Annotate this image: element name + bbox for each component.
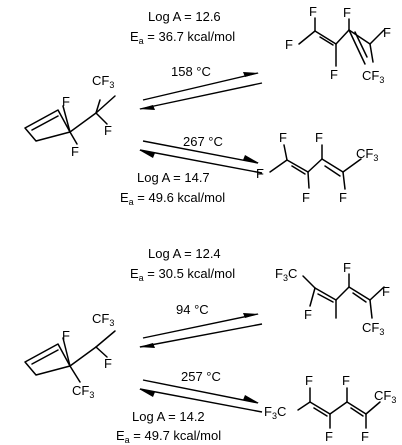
atom-cf3: CF3 bbox=[72, 383, 94, 400]
log-a-label: Log A = 12.4 bbox=[148, 246, 221, 261]
atom-cf3: CF3 bbox=[362, 320, 384, 337]
reactant-cyclobutene-2: F F CF3 CF3 bbox=[24, 311, 116, 400]
atom-f: F bbox=[342, 373, 350, 388]
atom-f: F bbox=[330, 67, 338, 82]
atom-f: F bbox=[256, 166, 264, 181]
atom-f: F bbox=[309, 4, 317, 19]
atom-f: F bbox=[104, 123, 112, 138]
atom-f: F bbox=[302, 190, 310, 205]
atom-f: F bbox=[343, 260, 351, 275]
atom-cf3: F3C bbox=[275, 266, 297, 283]
log-a-label: Log A = 14.2 bbox=[132, 409, 205, 424]
atom-f: F bbox=[382, 284, 390, 299]
atom-f: F bbox=[279, 130, 287, 145]
log-a-label: Log A = 14.7 bbox=[137, 170, 210, 185]
product-diene-4: F3C F F F F CF3 bbox=[264, 373, 396, 444]
atom-f: F bbox=[315, 130, 323, 145]
atom-f: F bbox=[343, 5, 351, 20]
reaction-1: Log A = 12.6 Ea = 36.7 kcal/mol 158 °C F… bbox=[24, 4, 391, 207]
forward-arrow bbox=[142, 379, 259, 404]
atom-f: F bbox=[305, 373, 313, 388]
reverse-arrow bbox=[139, 82, 263, 110]
reverse-arrow bbox=[139, 388, 263, 413]
temperature-label: 257 °C bbox=[181, 369, 221, 384]
atom-f: F bbox=[361, 429, 369, 444]
atom-f: F bbox=[71, 144, 79, 159]
atom-cf3: CF3 bbox=[92, 311, 114, 328]
atom-f: F bbox=[325, 429, 333, 444]
atom-f: F bbox=[285, 37, 293, 52]
atom-f: F bbox=[104, 356, 112, 371]
product-diene-2: F F F F F CF3 bbox=[256, 130, 378, 205]
activation-energy-label: Ea = 49.6 kcal/mol bbox=[120, 190, 225, 207]
log-a-label: Log A = 12.6 bbox=[148, 9, 221, 24]
atom-f: F bbox=[304, 307, 312, 322]
forward-arrow bbox=[142, 140, 259, 164]
atom-cf3: F3C bbox=[264, 404, 286, 421]
atom-f: F bbox=[339, 190, 347, 205]
atom-f: F bbox=[62, 328, 70, 343]
forward-arrow bbox=[142, 72, 259, 101]
atom-f: F bbox=[62, 94, 70, 109]
reverse-arrow bbox=[139, 323, 263, 348]
reactant-cyclobutene-1: F F F CF3 bbox=[24, 73, 116, 159]
atom-cf3: CF3 bbox=[356, 146, 378, 163]
temperature-label: 94 °C bbox=[176, 302, 209, 317]
activation-energy-label: Ea = 30.5 kcal/mol bbox=[130, 266, 235, 283]
reverse-arrow bbox=[139, 149, 263, 174]
reaction-2: Log A = 12.4 Ea = 30.5 kcal/mol 94 °C F … bbox=[24, 246, 396, 445]
product-diene-1: F F F F F CF3 bbox=[285, 4, 391, 85]
atom-f: F bbox=[383, 25, 391, 40]
atom-cf3: CF3 bbox=[362, 68, 384, 85]
atom-cf3: CF3 bbox=[374, 388, 396, 405]
temperature-label: 267 °C bbox=[183, 134, 223, 149]
product-diene-3: F3C F F F CF3 bbox=[275, 260, 390, 337]
activation-energy-label: Ea = 36.7 kcal/mol bbox=[130, 29, 235, 46]
forward-arrow bbox=[142, 313, 259, 339]
activation-energy-label: Ea = 49.7 kcal/mol bbox=[116, 428, 221, 445]
temperature-label: 158 °C bbox=[171, 64, 211, 79]
atom-cf3: CF3 bbox=[92, 73, 114, 90]
